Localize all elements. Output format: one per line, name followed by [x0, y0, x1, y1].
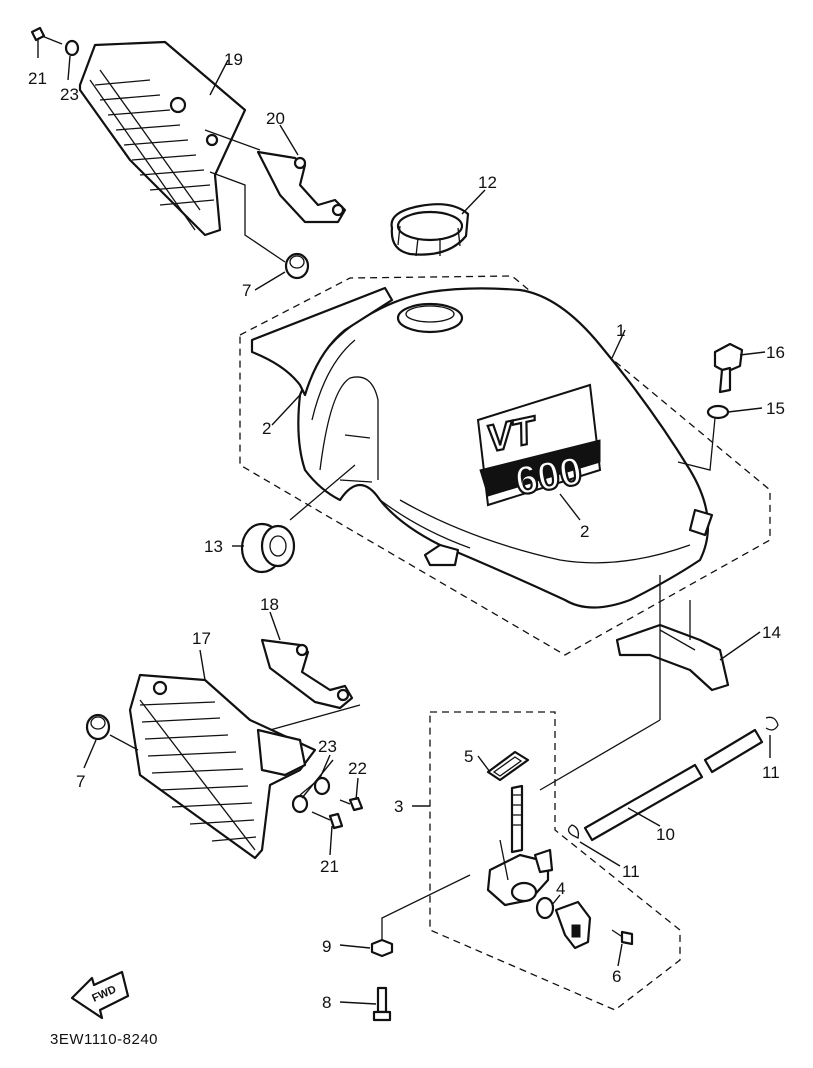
tank-rear-bracket: [615, 623, 730, 692]
hose-clamp-a: [567, 824, 580, 839]
fuel-cap: [390, 203, 470, 257]
fuel-tank: VT 600: [297, 287, 714, 609]
callout-21-lower: 21: [320, 857, 339, 876]
fuel-cock: [486, 784, 554, 907]
damper-lower: [85, 713, 111, 741]
bolt-16: [713, 342, 744, 394]
callout-6: 6: [612, 967, 621, 986]
callout-14: 14: [762, 623, 781, 642]
fuel-hose: [583, 728, 764, 842]
callout-11-right: 11: [762, 763, 780, 782]
leader-upper-damper: [209, 171, 286, 263]
bracket-lower: [260, 638, 354, 710]
callout-7-lower: 7: [76, 772, 85, 791]
callout-11-lower: 11: [622, 862, 640, 881]
callout-2-panel: 2: [262, 419, 271, 438]
callout-19: 19: [224, 50, 243, 69]
callout-13: 13: [204, 537, 223, 556]
callout-18: 18: [260, 595, 279, 614]
o-ring-4: [535, 896, 555, 920]
gasket-5: [486, 750, 530, 782]
callout-23-lower: 23: [318, 737, 337, 756]
bracket-upper: [256, 150, 347, 224]
callout-17: 17: [192, 629, 211, 648]
bolt-22: [339, 796, 364, 812]
bolt-lower: [311, 811, 344, 830]
callout-3: 3: [394, 797, 403, 816]
washer-15: [706, 404, 730, 420]
callout-8: 8: [322, 993, 331, 1012]
tank-group-outline: [239, 275, 771, 656]
damper-upper: [284, 252, 310, 280]
bolt-upper: [30, 26, 63, 45]
callout-12: 12: [478, 173, 497, 192]
grommet-13: [240, 522, 296, 574]
callout-7-upper: 7: [242, 281, 251, 300]
callout-10: 10: [656, 825, 675, 844]
screw-6: [611, 929, 634, 946]
callout-22: 22: [348, 759, 367, 778]
callout-4: 4: [556, 879, 565, 898]
washer-upper: [64, 39, 80, 57]
diagram-code: 3EW1110-8240: [50, 1031, 158, 1048]
callout-2-badge: 2: [580, 522, 589, 541]
leader-lines: [37, 40, 771, 1005]
washer-lower-b: [313, 776, 331, 796]
fuel-cock-lever: [554, 900, 592, 950]
callout-9: 9: [322, 937, 331, 956]
callout-23-upper: 23: [60, 85, 79, 104]
callout-1: 1: [616, 321, 625, 340]
fwd-arrow: FWD: [70, 970, 130, 1020]
washer-lower-a: [291, 794, 309, 814]
callout-5: 5: [464, 747, 473, 766]
tank-side-panel: [250, 286, 394, 397]
hose-clamp-b: [765, 716, 779, 731]
callout-20: 20: [266, 109, 285, 128]
callout-21-upper: 21: [28, 69, 47, 88]
callout-15: 15: [766, 399, 785, 418]
side-cover-upper: [78, 40, 247, 237]
side-cover-lower: [128, 673, 317, 860]
callout-16: 16: [766, 343, 785, 362]
nut-9: [370, 938, 394, 958]
fuel-cock-group-outline: [429, 711, 681, 1011]
screw-8: [372, 986, 392, 1022]
